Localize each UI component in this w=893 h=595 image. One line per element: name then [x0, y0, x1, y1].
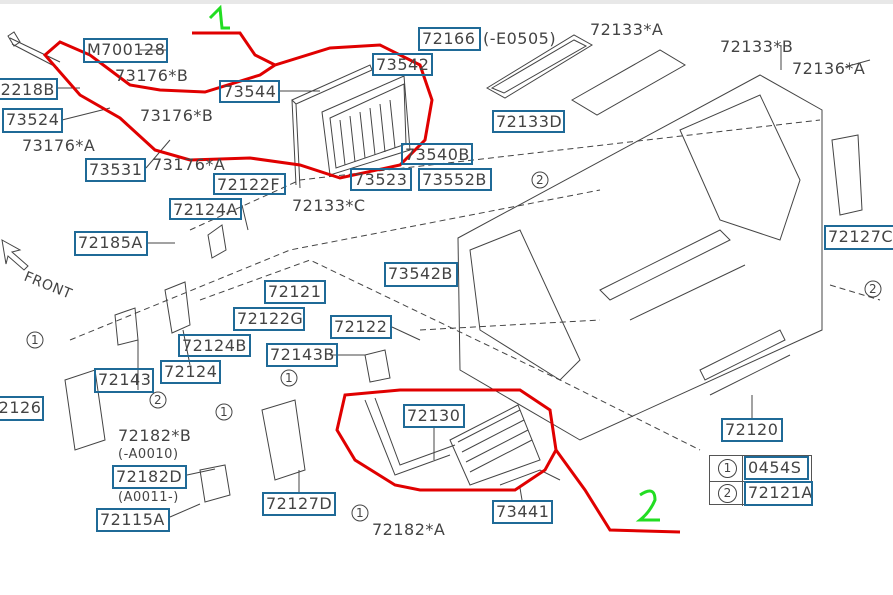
part-72218b[interactable]: 72218B: [0, 78, 58, 100]
filter-frames-drawing: [486, 34, 686, 116]
note-a0011: (A0011-): [118, 490, 179, 505]
part-72122f[interactable]: 72122F: [213, 173, 286, 195]
part-72120[interactable]: 72120: [721, 418, 783, 442]
part-0454s[interactable]: 0454S: [744, 456, 809, 480]
part-72124[interactable]: 72124: [160, 360, 221, 384]
part-73176-b-1[interactable]: 73176*B: [115, 66, 189, 85]
part-72127d[interactable]: 72127D: [262, 492, 336, 516]
part-72166[interactable]: 72166: [418, 27, 481, 51]
legend-row: 1 0454S: [710, 456, 811, 482]
part-72133-b[interactable]: 72133*B: [720, 37, 794, 56]
part-73540b[interactable]: 73540B: [401, 143, 473, 165]
part-72182-b[interactable]: 72182*B: [118, 426, 192, 445]
part-73441[interactable]: 73441: [492, 500, 553, 524]
part-72115a[interactable]: 72115A: [96, 508, 170, 532]
dashed-leaders: [69, 119, 881, 451]
part-72130[interactable]: 72130: [403, 404, 465, 428]
part-73544[interactable]: 73544: [219, 80, 280, 103]
part-73176-b-2[interactable]: 73176*B: [140, 106, 214, 125]
part-72124a[interactable]: 72124A: [169, 198, 242, 220]
part-72143[interactable]: 72143: [94, 368, 154, 393]
part-73542b[interactable]: 73542B: [384, 262, 458, 287]
heater-housing-drawing: [457, 74, 863, 441]
green-annotations: [208, 4, 660, 522]
legend-divider: [742, 456, 743, 481]
part-72182d[interactable]: 72182D: [112, 465, 187, 489]
part-72122g[interactable]: 72122G: [233, 307, 305, 331]
part-72127c[interactable]: 72127C: [824, 225, 893, 250]
part-73176-a-1[interactable]: 73176*A: [22, 136, 96, 155]
bolt-drawing: [7, 31, 61, 69]
svg-text:1: 1: [356, 506, 364, 520]
circled-callouts: 1 1 2 1 1 2 2: [26, 171, 882, 522]
red-annotation-circles: [42, 31, 681, 534]
svg-text:1: 1: [285, 371, 293, 385]
fastener-legend: 1 0454S 2 72121A: [709, 455, 813, 506]
svg-text:2: 2: [536, 173, 544, 187]
part-72121[interactable]: 72121: [264, 280, 326, 304]
part-72143b[interactable]: 72143B: [266, 343, 338, 367]
part-73176-a-2[interactable]: 73176*A: [152, 155, 226, 174]
part-72182-a[interactable]: 72182*A: [372, 520, 446, 539]
top-strip: [0, 0, 893, 4]
svg-text:2: 2: [154, 393, 162, 407]
legend-divider: [742, 481, 743, 506]
part-73524[interactable]: 73524: [2, 108, 63, 133]
part-72133d[interactable]: 72133D: [492, 110, 565, 133]
part-73531[interactable]: 73531: [85, 158, 146, 182]
note-e0505: (-E0505): [483, 29, 557, 48]
part-m700128[interactable]: M700128: [83, 38, 168, 63]
part-72133-c[interactable]: 72133*C: [292, 196, 366, 215]
legend-number: 1: [718, 459, 737, 478]
svg-text:1: 1: [220, 405, 228, 419]
part-73542[interactable]: 73542: [372, 53, 433, 76]
heater-core-drawing: [364, 397, 561, 486]
part-73523[interactable]: 73523: [350, 168, 412, 191]
part-72121a[interactable]: 72121A: [744, 481, 813, 506]
front-arrow-icon: [1, 239, 29, 271]
svg-text:2: 2: [869, 282, 877, 296]
note-a0010: (-A0010): [118, 447, 179, 462]
actuator-parts-drawing: [64, 224, 391, 503]
leader-lines: [58, 45, 871, 518]
part-73552b[interactable]: 73552B: [418, 168, 492, 191]
part-72126[interactable]: 72126: [0, 396, 44, 421]
part-72185a[interactable]: 72185A: [74, 231, 148, 256]
legend-number: 2: [718, 484, 737, 503]
part-72133-a[interactable]: 72133*A: [590, 20, 664, 39]
svg-text:1: 1: [31, 333, 39, 347]
part-72136-a[interactable]: 72136*A: [792, 59, 866, 78]
part-72122[interactable]: 72122: [330, 315, 392, 339]
legend-row: 2 72121A: [710, 481, 813, 506]
part-72124b[interactable]: 72124B: [178, 334, 251, 357]
